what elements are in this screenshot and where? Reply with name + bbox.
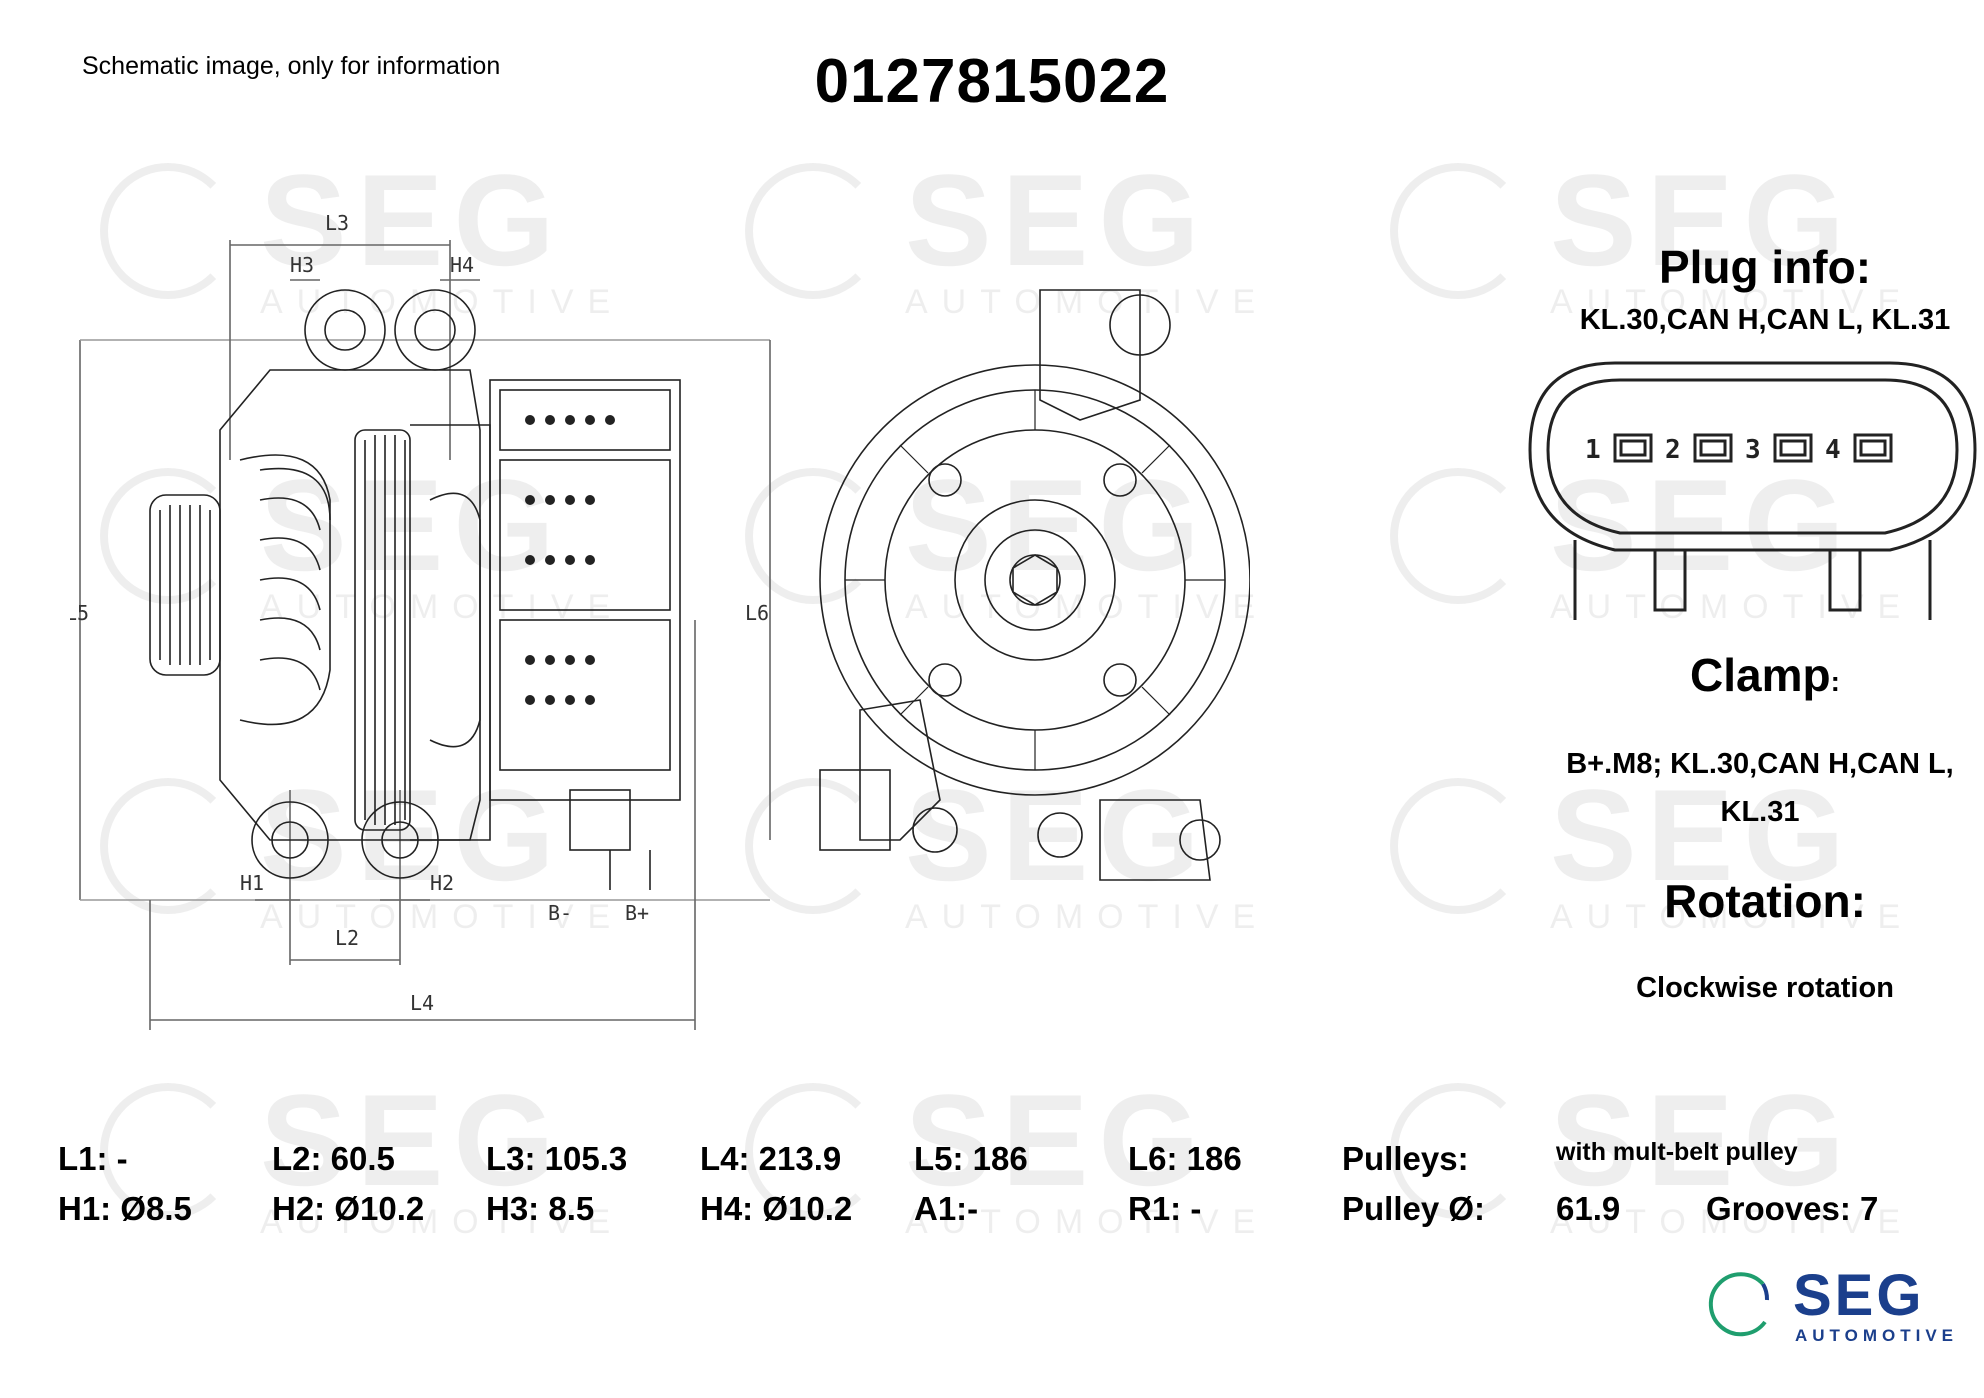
logo-ring-icon <box>1708 1272 1769 1337</box>
spec-l1: L1: - <box>58 1140 128 1177</box>
dim-label-h2: H2 <box>430 871 454 895</box>
plug-pin-3: 3 <box>1745 435 1761 465</box>
plug-pin-4: 4 <box>1825 435 1841 465</box>
spec-l2: L2: 60.5 <box>272 1140 395 1177</box>
clamp-title-text: Clamp <box>1690 649 1831 701</box>
logo-seg-text: SEG <box>1793 1263 1925 1328</box>
dim-label-h4: H4 <box>450 253 474 277</box>
disclaimer-text: Schematic image, only for information <box>82 52 501 80</box>
plug-connector-drawing: 1 2 3 4 <box>1528 361 1977 620</box>
plug-signals: KL.30,CAN H,CAN L, KL.31 <box>1579 304 1951 336</box>
dim-label-l2: L2 <box>335 926 359 950</box>
dim-label-l6: L6 <box>745 601 769 625</box>
spec-grooves: Grooves: 7 <box>1706 1190 1879 1227</box>
clamp-title-colon: : <box>1830 666 1840 697</box>
spec-a1: A1:- <box>914 1190 979 1227</box>
dim-label-l4: L4 <box>410 991 434 1015</box>
terminal-b-plus-label: B+ <box>625 901 649 925</box>
clamp-line-1: B+.M8; KL.30,CAN H,CAN L, <box>1566 748 1954 780</box>
alternator-side-view-drawing: L3 H3 H4 L5 L6 H1 H2 L2 L4 B- B+ <box>70 211 771 1030</box>
dim-label-h3: H3 <box>290 253 314 277</box>
part-number-title: 0127815022 <box>814 47 1170 116</box>
plug-pin-2: 2 <box>1665 435 1681 465</box>
spec-l4: L4: 213.9 <box>700 1140 842 1177</box>
rotation-value: Clockwise rotation <box>1636 972 1894 1004</box>
plug-info-title: Plug info: <box>1658 241 1872 293</box>
dim-label-l5: L5 <box>70 601 89 625</box>
logo-automotive-text: AUTOMOTIVE <box>1795 1326 1959 1345</box>
alternator-front-view-drawing <box>819 289 1250 881</box>
spec-h4: H4: Ø10.2 <box>700 1190 853 1227</box>
clamp-line-2: KL.31 <box>1720 796 1800 828</box>
dim-label-h1: H1 <box>240 871 264 895</box>
rotation-title: Rotation: <box>1664 875 1866 927</box>
spec-r1: R1: - <box>1128 1190 1202 1227</box>
clamp-title: Clamp: <box>1560 648 1970 702</box>
terminal-b-minus-label: B- <box>548 901 572 925</box>
plug-pin-1: 1 <box>1585 435 1601 465</box>
spec-l5: L5: 186 <box>914 1140 1028 1177</box>
spec-h2: H2: Ø10.2 <box>272 1190 425 1227</box>
spec-pulley-diameter-label: Pulley Ø: <box>1342 1190 1486 1227</box>
spec-h3: H3: 8.5 <box>486 1190 595 1227</box>
spec-h1: H1: Ø8.5 <box>58 1190 192 1227</box>
spec-pulleys-label: Pulleys: <box>1342 1140 1469 1177</box>
spec-l6: L6: 186 <box>1128 1140 1242 1177</box>
spec-pulley-diameter-value: 61.9 <box>1556 1190 1621 1227</box>
spec-pulleys-value: with mult-belt pulley <box>1556 1138 1798 1166</box>
dim-label-l3: L3 <box>325 211 349 235</box>
seg-automotive-logo: SEG AUTOMOTIVE <box>1705 1263 1953 1348</box>
spec-l3: L3: 105.3 <box>486 1140 628 1177</box>
